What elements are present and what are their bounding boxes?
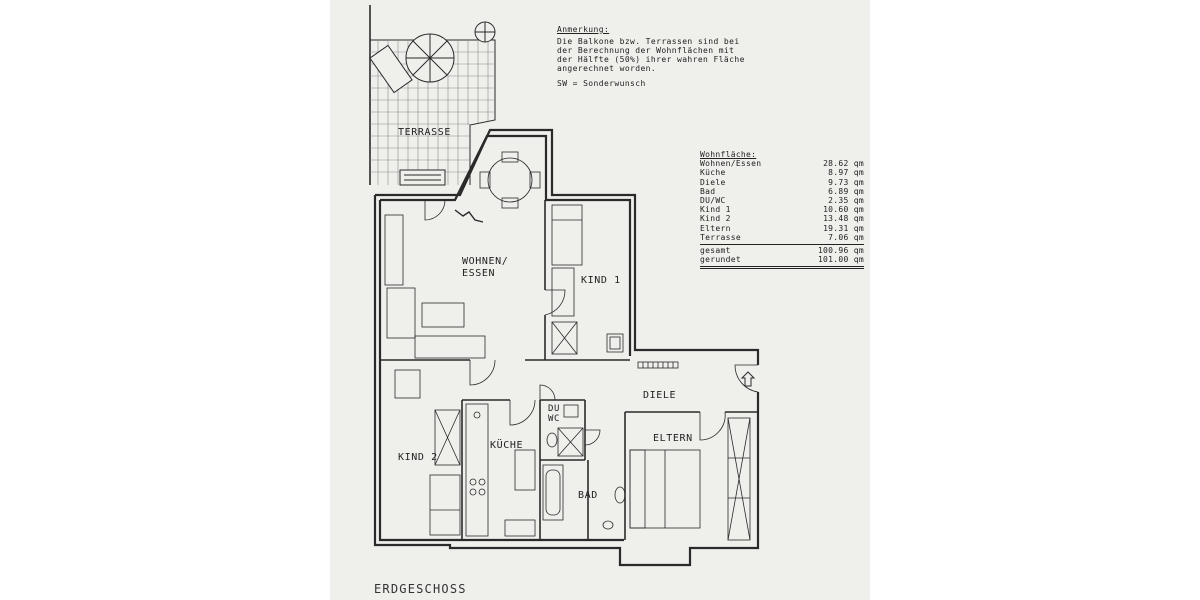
doors bbox=[424, 199, 759, 446]
room-label-duwc-line2: WC bbox=[548, 414, 561, 424]
living-dining-furniture bbox=[384, 151, 541, 359]
area-room-name: DU/WC bbox=[700, 196, 726, 206]
area-rounded-label: gerundet bbox=[700, 255, 741, 265]
area-room-name: Bad bbox=[700, 186, 716, 196]
area-room-name: Küche bbox=[700, 168, 726, 178]
area-row: DU/WC 2.35 qm bbox=[700, 196, 864, 205]
eltern-furniture bbox=[629, 417, 751, 541]
kind1-furniture bbox=[551, 204, 624, 355]
note-sw-legend: SW = Sonderwunsch bbox=[557, 79, 646, 88]
area-table: Wohnfläche: Wohnen/Essen 28.62 qm Küche 8.9… bbox=[700, 150, 864, 270]
area-rounded-row: gerundet 101.00 qm bbox=[700, 255, 864, 264]
terrace bbox=[369, 5, 496, 186]
room-label-kind2: KIND 2 bbox=[398, 452, 438, 463]
area-rounded-value: 101.00 qm bbox=[817, 255, 864, 265]
area-room-name: Diele bbox=[700, 177, 726, 187]
floor-plan-drawing bbox=[369, 5, 760, 567]
area-row: Eltern 19.31 qm bbox=[700, 224, 864, 233]
outer-walls bbox=[373, 128, 760, 567]
area-room-value: 13.48 qm bbox=[823, 214, 864, 224]
note-line-3: der Hälfte (50%) ihrer wahren Fläche bbox=[557, 55, 745, 64]
parasol-icon bbox=[405, 33, 455, 83]
bathroom-furniture bbox=[542, 404, 626, 530]
floor-level-label: ERDGESCHOSS bbox=[374, 582, 467, 596]
room-label-duwc-line1: DU bbox=[548, 404, 561, 414]
area-room-value: 6.89 qm bbox=[828, 186, 864, 196]
area-row: Kind 1 10.60 qm bbox=[700, 205, 864, 214]
area-table-double-line bbox=[700, 266, 864, 270]
area-table-separator bbox=[700, 244, 864, 246]
room-label-wohnen-line2: ESSEN bbox=[462, 268, 496, 279]
area-room-name: Terrasse bbox=[700, 232, 741, 242]
area-room-value: 19.31 qm bbox=[823, 223, 864, 233]
room-label-terrasse: TERRASSE bbox=[398, 127, 451, 138]
area-room-name: Wohnen/Essen bbox=[700, 159, 762, 169]
area-room-name: Kind 1 bbox=[700, 205, 731, 215]
area-row: Diele 9.73 qm bbox=[700, 178, 864, 187]
note-line-1: Die Balkone bzw. Terrassen sind bei bbox=[557, 37, 740, 46]
note-line-4: angerechnet worden. bbox=[557, 64, 657, 73]
area-rows: Wohnen/Essen 28.62 qm Küche 8.97 qm Diele 9.7… bbox=[700, 159, 864, 242]
kind2-furniture bbox=[394, 369, 461, 536]
interior-walls bbox=[380, 200, 758, 540]
area-room-value: 9.73 qm bbox=[828, 177, 864, 187]
note-heading: Anmerkung: bbox=[557, 25, 610, 34]
area-total-label: gesamt bbox=[700, 246, 731, 256]
area-room-value: 2.35 qm bbox=[828, 196, 864, 206]
room-label-diele: DIELE bbox=[643, 390, 677, 401]
area-room-name: Kind 2 bbox=[700, 214, 731, 224]
room-label-kind1: KIND 1 bbox=[581, 275, 621, 286]
note-line-2: der Berechnung der Wohnflächen mit bbox=[557, 46, 735, 55]
area-room-value: 8.97 qm bbox=[828, 168, 864, 178]
area-total-value: 100.96 qm bbox=[817, 246, 864, 256]
area-row: Kind 2 13.48 qm bbox=[700, 214, 864, 223]
hallway-details bbox=[637, 361, 679, 369]
area-room-value: 28.62 qm bbox=[823, 159, 864, 169]
kitchen-furniture bbox=[465, 403, 536, 537]
area-row: Wohnen/Essen 28.62 qm bbox=[700, 159, 864, 168]
floor-plan-sheet: Anmerkung: Die Balkone bzw. Terrassen si… bbox=[330, 0, 870, 600]
area-row: Bad 6.89 qm bbox=[700, 187, 864, 196]
entrance-arrow-icon bbox=[740, 371, 756, 387]
area-total-row: gesamt 100.96 qm bbox=[700, 246, 864, 255]
area-room-value: 10.60 qm bbox=[823, 205, 864, 215]
area-row: Küche 8.97 qm bbox=[700, 168, 864, 177]
room-label-eltern: ELTERN bbox=[653, 433, 693, 444]
area-row: Terrasse 7.06 qm bbox=[700, 233, 864, 242]
room-label-wohnen-line1: WOHNEN/ bbox=[462, 256, 509, 267]
area-table-heading: Wohnfläche: bbox=[700, 150, 757, 159]
small-table-icon bbox=[474, 21, 496, 43]
area-room-value: 7.06 qm bbox=[828, 232, 864, 242]
area-room-name: Eltern bbox=[700, 223, 731, 233]
room-label-kueche: KÜCHE bbox=[490, 440, 524, 451]
room-label-bad: BAD bbox=[578, 490, 598, 501]
